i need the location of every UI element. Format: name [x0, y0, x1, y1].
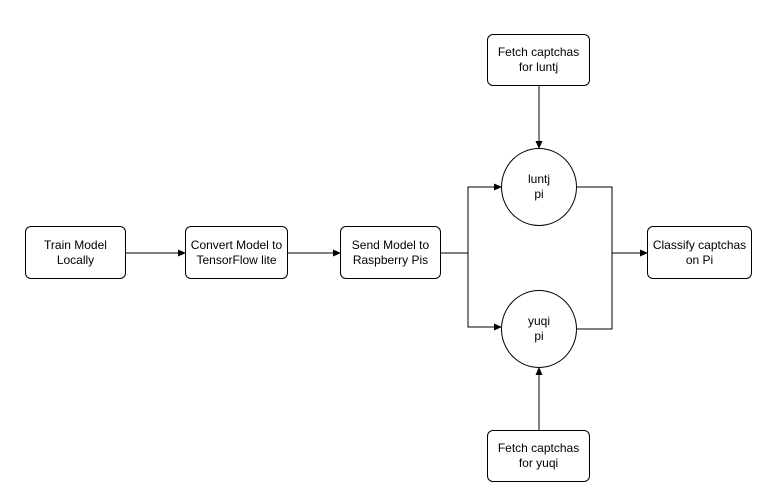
node-fetch-captchas-yuqi: Fetch captchas for yuqi — [487, 430, 590, 482]
node-fetch-captchas-luntj: Fetch captchas for luntj — [487, 34, 590, 86]
edge-send-to-luntj-pi — [441, 183, 502, 254]
node-luntj-pi: luntj pi — [501, 148, 577, 226]
node-convert-model: Convert Model to TensorFlow lite — [185, 226, 288, 279]
edge-yuqi-pi-to-classify — [577, 253, 613, 330]
node-classify-captchas: Classify captchas on Pi — [647, 226, 752, 279]
node-send-model: Send Model to Raspberry Pis — [340, 226, 441, 279]
node-yuqi-pi: yuqi pi — [501, 290, 577, 368]
edge-luntj-pi-to-classify — [577, 186, 648, 257]
node-train-model: Train Model Locally — [25, 226, 126, 279]
edge-send-to-yuqi-pi — [467, 253, 502, 331]
